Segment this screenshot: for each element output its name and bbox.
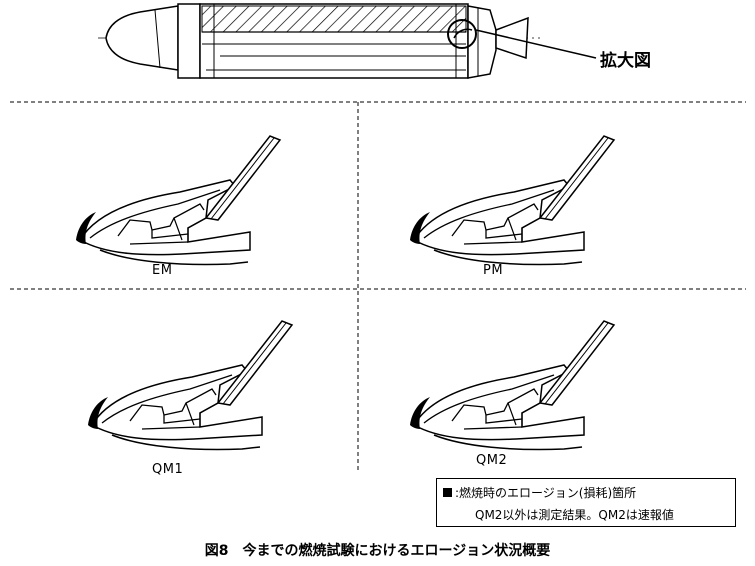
figure-caption: 図8 今までの燃焼試験におけるエロージョン状況概要 bbox=[204, 543, 551, 559]
motor-overview bbox=[98, 3, 597, 79]
panel-label-qm1: QM1 bbox=[152, 462, 184, 477]
panel-label-em: EM bbox=[152, 263, 173, 278]
panel-qm2-diagram bbox=[409, 320, 615, 451]
erosion-swatch-icon bbox=[443, 488, 452, 497]
panel-em-diagram bbox=[75, 135, 281, 266]
panel-qm1-diagram bbox=[87, 320, 293, 451]
magnify-label: 拡大図 bbox=[600, 51, 651, 71]
panel-pm-diagram bbox=[409, 135, 615, 266]
legend-row-erosion: :燃焼時のエロージョン(損耗)箇所 bbox=[443, 484, 636, 501]
legend-line1: :燃焼時のエロージョン(損耗)箇所 bbox=[455, 486, 637, 500]
panel-label-qm2: QM2 bbox=[476, 453, 508, 468]
legend-line2: QM2以外は測定結果。QM2は速報値 bbox=[475, 508, 674, 522]
legend-box: :燃焼時のエロージョン(損耗)箇所 QM2以外は測定結果。QM2は速報値 bbox=[436, 478, 736, 527]
panel-label-pm: PM bbox=[483, 263, 504, 278]
